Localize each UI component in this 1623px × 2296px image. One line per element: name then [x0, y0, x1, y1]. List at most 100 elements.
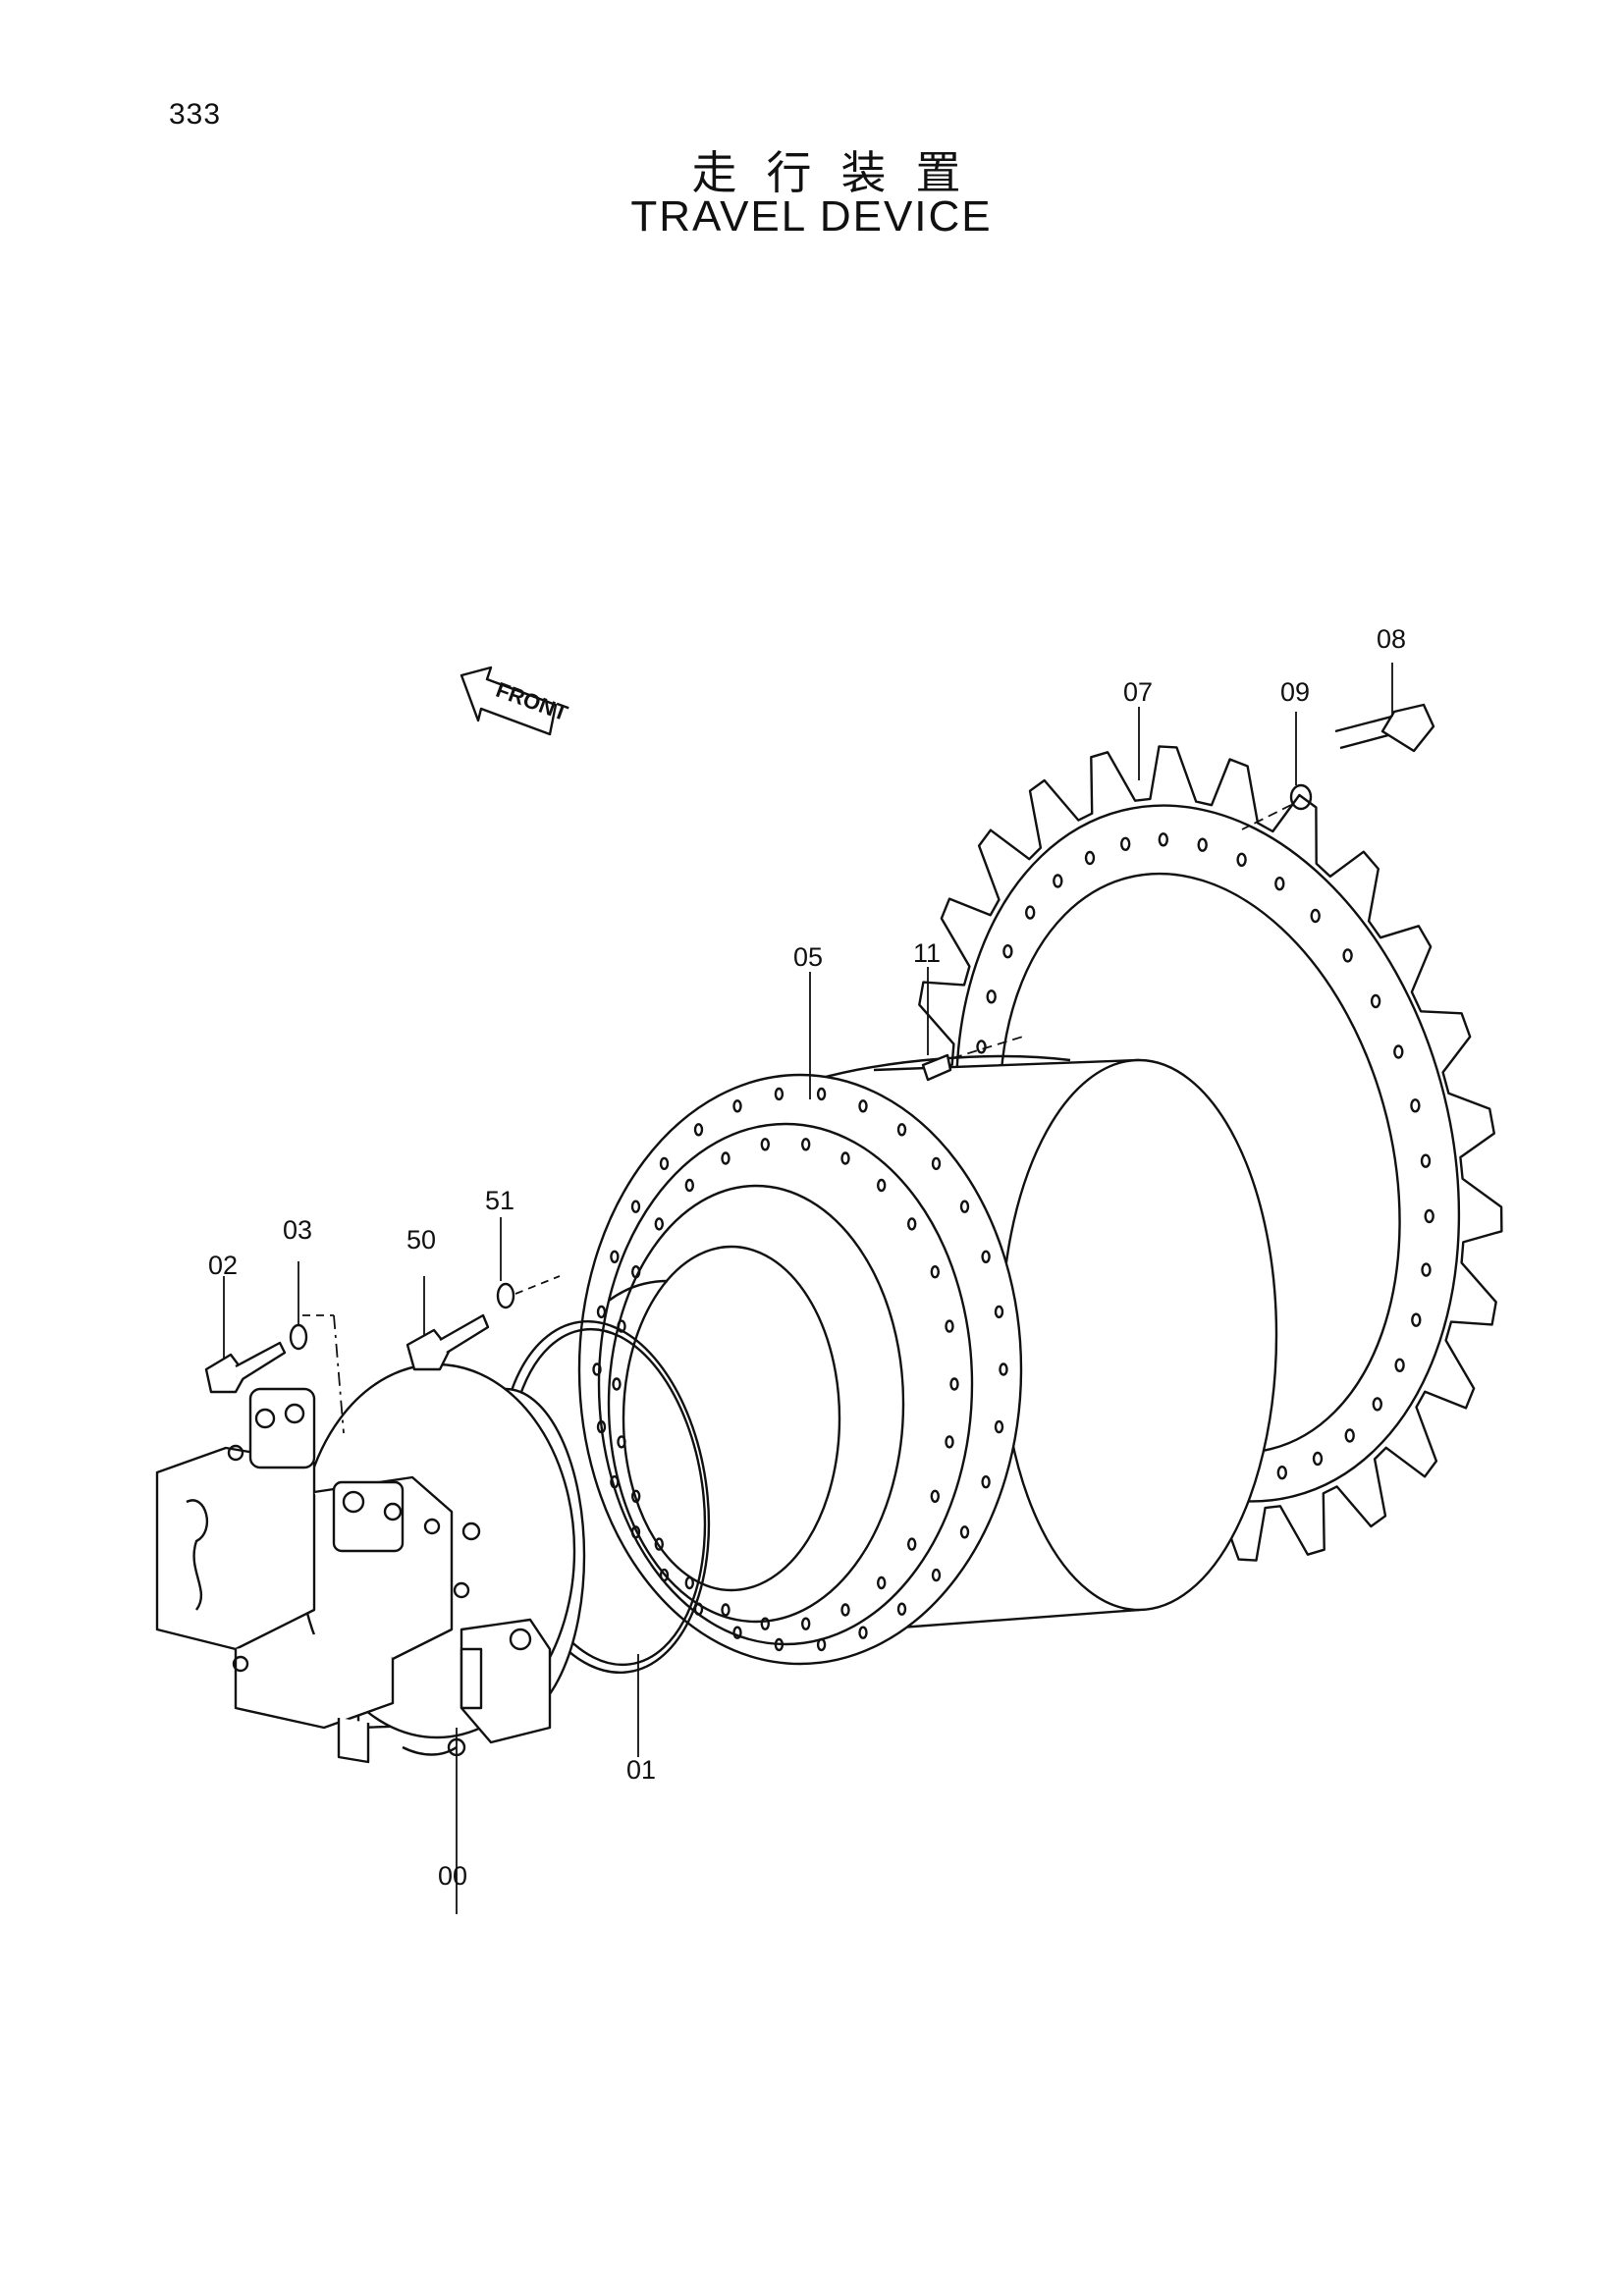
- callout-labels: 00 01 02 03 05 07 08 09 11 50 51: [208, 624, 1406, 1891]
- bolt-hole: [1421, 1262, 1432, 1277]
- callout-50: 50: [406, 1225, 436, 1255]
- bolt-hole: [1002, 944, 1013, 959]
- bolt-hole: [1420, 1153, 1432, 1168]
- washer-51: [496, 1282, 515, 1309]
- flange-bolt-hole: [612, 1377, 622, 1391]
- flange-bolt-hole: [816, 1087, 827, 1101]
- flange-bolt-hole: [994, 1419, 1004, 1434]
- callout-51: 51: [485, 1186, 514, 1215]
- bolt-hole: [1342, 948, 1353, 963]
- flange-bolt-hole: [654, 1217, 664, 1231]
- flange-bolt-hole: [774, 1637, 784, 1652]
- hub-bolt-holes: [592, 1087, 1008, 1652]
- flange-bolt-hole: [931, 1568, 942, 1582]
- callout-09: 09: [1280, 677, 1310, 707]
- front-arrow-icon: FRONT: [460, 666, 571, 736]
- bolt-hole: [1370, 993, 1381, 1009]
- flange-bolt-hole: [630, 1200, 641, 1213]
- flange-bolt-hole: [959, 1200, 970, 1213]
- flange-bolt-hole: [721, 1151, 730, 1165]
- flange-bolt-hole: [630, 1525, 641, 1539]
- flange-bolt-hole: [684, 1575, 694, 1590]
- flange-bolt-hole: [907, 1217, 917, 1231]
- washer-03: [289, 1323, 308, 1351]
- flange-bolt-hole: [801, 1617, 811, 1630]
- flange-bolt-hole: [693, 1123, 704, 1137]
- bolt-hole: [1411, 1312, 1422, 1327]
- bolt-hole: [1024, 905, 1036, 920]
- callout-01: 01: [626, 1755, 656, 1785]
- bolt-hole: [1310, 908, 1321, 924]
- flange-bolt-hole: [631, 1489, 641, 1504]
- flange-bolt-hole: [877, 1178, 887, 1193]
- travel-motor: [155, 1362, 586, 1764]
- flange-bolt-hole: [592, 1362, 602, 1376]
- flange-bolt-hole: [760, 1138, 770, 1151]
- flange-bolt-hole: [930, 1264, 940, 1279]
- flange-bolt-hole: [959, 1525, 970, 1539]
- flange-bolt-hole: [896, 1123, 907, 1137]
- title-english: TRAVEL DEVICE: [630, 192, 993, 240]
- flange-bolt-hole: [994, 1305, 1004, 1319]
- callout-02: 02: [208, 1251, 238, 1280]
- flange-bolt-hole: [610, 1250, 620, 1264]
- bolt-08: [1334, 703, 1435, 753]
- callout-07: 07: [1123, 677, 1153, 707]
- flange-bolt-hole: [930, 1489, 940, 1504]
- bolt-hole: [1274, 877, 1285, 891]
- flange-bolt-hole: [659, 1156, 670, 1171]
- flange-bolt-hole: [631, 1264, 641, 1279]
- callout-05: 05: [793, 942, 823, 972]
- flange-bolt-hole: [981, 1250, 991, 1264]
- bolt-hole: [1053, 874, 1063, 888]
- bolt-hole: [1084, 850, 1096, 866]
- flange-bolt-hole: [659, 1568, 670, 1582]
- callout-00: 00: [438, 1861, 467, 1891]
- callout-03: 03: [283, 1215, 312, 1245]
- pin-11: [921, 1053, 952, 1082]
- bolt-hole: [1372, 1397, 1383, 1412]
- bolt-hole: [1393, 1044, 1404, 1059]
- flange-bolt-hole: [840, 1603, 850, 1617]
- flange-bolt-hole: [774, 1087, 784, 1101]
- flange-bolt-hole: [596, 1305, 607, 1319]
- flange-bolt-hole: [945, 1435, 954, 1449]
- flange-bolt-hole: [732, 1099, 742, 1113]
- leader-lines: [223, 663, 1393, 1914]
- flange-bolt-hole: [858, 1626, 868, 1639]
- bolt-hole: [1276, 1465, 1288, 1480]
- flange-bolt-hole: [610, 1474, 620, 1489]
- title-japanese: 走行装置: [691, 147, 991, 198]
- bolt-hole: [1424, 1208, 1434, 1224]
- washer-09: [1289, 783, 1313, 811]
- bolt-hole: [1394, 1358, 1405, 1373]
- flange-bolt-hole: [732, 1626, 742, 1639]
- flange-bolt-hole: [999, 1362, 1008, 1376]
- bolt-hole: [1312, 1451, 1324, 1467]
- flange-bolt-hole: [617, 1435, 626, 1449]
- flange-bolt-hole: [816, 1637, 827, 1652]
- flange-bolt-hole: [801, 1138, 811, 1151]
- page-number: 333: [169, 98, 222, 131]
- bolt-hole: [1119, 836, 1131, 851]
- flange-bolt-hole: [949, 1377, 959, 1391]
- flange-bolt-hole: [684, 1178, 694, 1193]
- bolt-hole: [986, 989, 997, 1004]
- flange-bolt-hole: [654, 1537, 664, 1551]
- flange-bolt-hole: [721, 1603, 730, 1617]
- flange-bolt-hole: [945, 1319, 954, 1333]
- bolt-hole: [1236, 852, 1247, 867]
- bolt-02: [204, 1341, 287, 1394]
- flange-bolt-hole: [760, 1617, 770, 1630]
- hub-drum: [577, 1054, 1278, 1666]
- flange-bolt-hole: [877, 1575, 887, 1590]
- bolt-hole: [1158, 832, 1169, 847]
- bolt-hole: [1410, 1098, 1421, 1113]
- flange-bolt-hole: [858, 1099, 868, 1113]
- flange-bolt-hole: [981, 1474, 991, 1489]
- callout-11: 11: [913, 938, 941, 968]
- bolt-50: [406, 1313, 490, 1371]
- bolt-hole: [1197, 837, 1208, 852]
- flange-bolt-hole: [596, 1419, 607, 1434]
